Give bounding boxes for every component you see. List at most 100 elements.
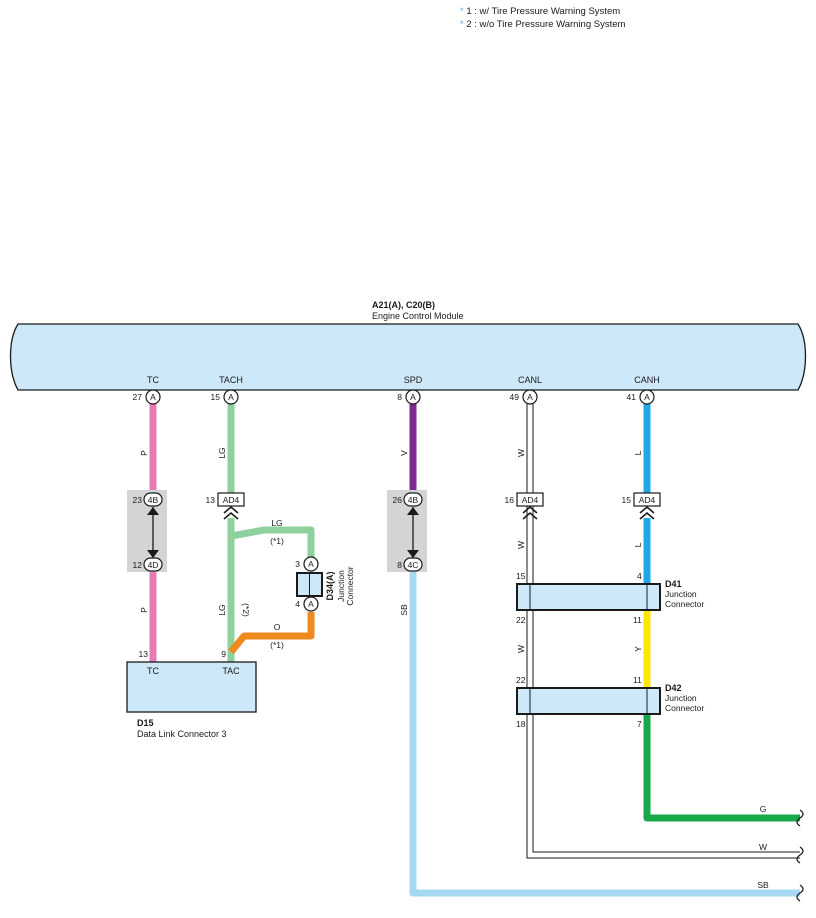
d42-name-wrap: Junction Connector [665,694,705,713]
wire-label-w-2: W [516,541,526,549]
ecm-pin-canh-circle [639,389,655,405]
ecm-pin-tach: TACH 15 A [211,375,243,405]
wire-label-w-1: W [516,449,526,457]
wire-end-w [796,846,804,864]
d42-name: Junction Connector [665,694,705,713]
ecm-pin-tc: TC 27 A [133,375,161,405]
d34-pin-top-circle [303,556,319,572]
d34-pin-bottom-circle [303,596,319,612]
wire-label-p-upper: P [139,450,149,456]
d41-pin-r-bot: 11 [633,615,642,625]
junction-spd-lower-conn [403,557,423,572]
ecm-pin-canh-number: 41 [627,392,637,402]
d42-pin-l-bot: 18 [516,719,526,729]
d34-pin-top: 3 [295,559,300,569]
ecm-pin-spd-number: 8 [397,392,402,402]
junction-tc-upper-conn-label: 4B [148,495,159,505]
d42-pin-r-top: 11 [633,675,642,685]
connector-ad4-canh: 15 AD4 [622,492,661,520]
ecm-pin-canl-label: CANL [518,375,542,385]
wire-label-w-3: W [516,645,526,653]
wire-label-w-end: W [759,842,767,852]
wire-label-sb-end: SB [757,880,769,890]
d41-pin-l-bot: 22 [516,615,526,625]
wire-label-tach-note: (*2) [241,603,251,617]
note-2: * 2 : w/o Tire Pressure Warning System [460,19,626,30]
junction-tc-lower-pin: 12 [133,560,143,570]
junction-tc-upper-pin: 23 [133,495,143,505]
d41-pin-l-top: 15 [516,571,526,581]
note-1: * 1 : w/ Tire Pressure Warning System [460,6,621,17]
junction-spd-upper-conn [403,492,423,507]
ecm-pin-spd-circle [405,389,421,405]
junction-tc-arrow-up [147,507,159,515]
d34-pin-top-conn: A [308,559,314,569]
junction-spd-arrow-up [407,507,419,515]
d15-data-link-connector: 13 9 TC TAC D15 Data Link Connector 3 [126,649,257,739]
d15-name: Data Link Connector 3 [137,729,227,739]
d15-pin-tac: 9 [221,649,226,659]
wire-label-lg-note: (*1) [270,536,284,546]
ecm-pin-tach-label: TACH [219,375,243,385]
wire-label-sb-vertical: SB [399,604,409,616]
wire-label-o: O [274,622,281,632]
ecm-pin-canl-number: 49 [510,392,520,402]
d42-code: D42 [665,683,682,693]
connector-ad4-canl: 16 AD4 [505,492,544,520]
ecm-pin-spd: SPD 8 A [397,375,423,405]
wire-label-p-lower: P [139,607,149,613]
d42-pin-l-top: 22 [516,675,526,685]
connector-ad4-canh-pin: 15 [622,495,632,505]
ecm-pin-canl-circle [522,389,538,405]
d42-body [516,687,661,715]
engine-control-module [9,323,807,391]
connector-ad4-canh-chevrons [639,505,655,520]
wire-lg-d34 [230,526,315,560]
d34-name-wrap: Junction Connector [337,566,355,605]
wire-label-l-2: L [633,542,643,547]
connector-ad4-tach: 13 AD4 [206,492,245,520]
wire-o-d34 [228,612,315,655]
ecm-pin-tc-circle [145,389,161,405]
connector-ad4-tach-label: AD4 [223,495,240,505]
wire-label-g: G [760,804,767,814]
junction-spd-upper-pin: 26 [393,495,403,505]
ecm-pin-tach-number: 15 [211,392,221,402]
wire-end-g [796,809,804,827]
d34-code: D34(A) [325,571,335,600]
d41-code: D41 [665,579,682,589]
ecm-pin-canh: CANH 41 A [627,375,660,405]
wire-end-sb [796,884,804,902]
wire-label-v: V [399,450,409,456]
ecm-pin-tc-number: 27 [133,392,143,402]
wire-label-y: Y [633,646,643,652]
d41-body [516,583,661,611]
d41-junction-connector: 15 4 22 11 D41 Junction Connector [516,571,704,625]
ecm-pin-tach-circle [223,389,239,405]
wire-g [643,715,800,822]
d15-code: D15 [137,718,154,728]
d42-junction-connector: 22 11 18 7 D42 Junction Connector [516,675,705,729]
ecm-pin-tach-conn: A [228,392,234,402]
ecm-pin-canh-label: CANH [634,375,660,385]
wire-canl-w [527,404,800,858]
d42-pin-r-bot: 7 [637,719,642,729]
wire-label-o-note: (*1) [270,640,284,650]
ecm-pin-tc-conn: A [150,392,156,402]
junction-tc-upper-conn [143,492,163,507]
ecm-code: A21(A), C20(B) [372,300,435,310]
junction-tc-lower-conn-label: 4D [148,560,159,570]
junction-tc-lower-conn [143,557,163,572]
ecm-pin-spd-conn: A [410,392,416,402]
ecm-pin-canl-conn: A [527,392,533,402]
connector-ad4-canl-label: AD4 [522,495,539,505]
connector-ad4-canh-label: AD4 [639,495,656,505]
d15-pin-tc: 13 [139,649,149,659]
wire-sb [409,572,800,897]
wire-label-lg-lower: LG [217,604,227,615]
d34-pin-bottom: 4 [295,599,300,609]
wire-label-lg-branch: LG [271,518,282,528]
connector-ad4-canl-pin: 16 [505,495,515,505]
connector-ad4-tach-chevrons [223,505,239,520]
